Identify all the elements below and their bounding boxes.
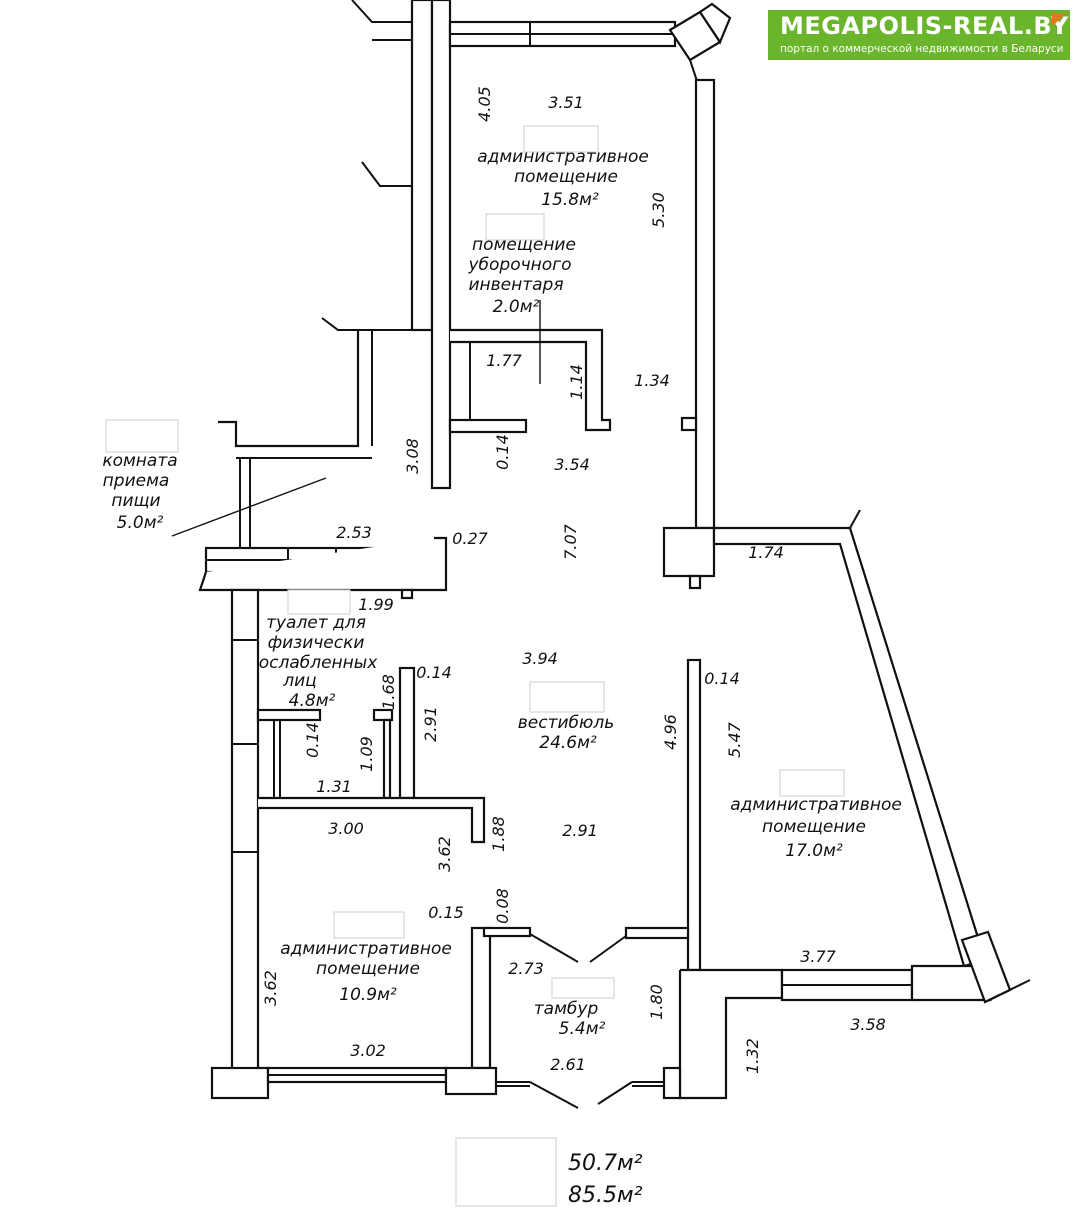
toilet-area: 4.8м² bbox=[289, 691, 336, 711]
storage-area: 2.0м² bbox=[493, 297, 540, 317]
dim-1-32: 1.32 bbox=[743, 1038, 762, 1074]
site-logo[interactable]: MEGAPOLIS-REAL.BY портал о коммерческой … bbox=[768, 10, 1070, 60]
toilet-name3: ослабленных bbox=[259, 653, 378, 673]
storage-name1: помещение bbox=[472, 235, 576, 255]
dim-3-51: 3.51 bbox=[548, 93, 584, 112]
dim-3-54: 3.54 bbox=[554, 455, 590, 474]
dim-0-27: 0.27 bbox=[452, 529, 488, 548]
dim-0-15: 0.15 bbox=[428, 903, 464, 922]
admin-bottom-area: 10.9м² bbox=[339, 985, 397, 1005]
toilet-name2: физически bbox=[268, 633, 365, 653]
storage-name2: уборочного bbox=[467, 255, 571, 275]
dining-name3: пищи bbox=[111, 491, 160, 511]
dim-1-14: 1.14 bbox=[567, 364, 586, 400]
admin-right-area: 17.0м² bbox=[785, 841, 843, 861]
dim-5-30: 5.30 bbox=[649, 192, 668, 228]
dim-2-91-b: 2.91 bbox=[562, 821, 598, 840]
logo-title: MEGAPOLIS-REAL.BY bbox=[780, 12, 1069, 40]
vestibule-name: тамбур bbox=[534, 999, 599, 1019]
dim-2-61: 2.61 bbox=[550, 1055, 586, 1074]
dim-3-94: 3.94 bbox=[522, 649, 558, 668]
dim-1-88: 1.88 bbox=[489, 816, 508, 852]
dimension-labels: 4.05 3.51 5.30 1.77 1.14 1.34 3.08 0.14 … bbox=[261, 86, 886, 1074]
dim-1-34: 1.34 bbox=[634, 371, 670, 390]
dim-0-14-a: 0.14 bbox=[493, 434, 512, 470]
admin-bottom-name2: помещение bbox=[316, 959, 420, 979]
lobby-area: 24.6м² bbox=[539, 733, 597, 753]
admin-right-name1: административное bbox=[730, 795, 902, 815]
admin-bottom-name1: административное bbox=[280, 939, 452, 959]
admin-right-name2: помещение bbox=[762, 817, 866, 837]
dim-5-47: 5.47 bbox=[725, 721, 744, 757]
walls bbox=[171, 0, 1031, 1109]
dim-0-14-b: 0.14 bbox=[416, 663, 452, 682]
dim-0-14-d: 0.14 bbox=[303, 722, 322, 758]
dim-2-53: 2.53 bbox=[336, 523, 372, 542]
dim-3-62-a: 3.62 bbox=[435, 836, 454, 872]
dining-area: 5.0м² bbox=[117, 513, 164, 533]
dim-3-58: 3.58 bbox=[850, 1015, 886, 1034]
dim-4-05: 4.05 bbox=[475, 86, 494, 122]
dim-3-08: 3.08 bbox=[403, 438, 422, 474]
dining-name1: комната bbox=[102, 451, 177, 471]
dining-name2: приема bbox=[103, 471, 170, 491]
dim-2-73: 2.73 bbox=[508, 959, 544, 978]
admin-top-name2: помещение bbox=[514, 167, 618, 187]
logo-flag-icon bbox=[1052, 13, 1066, 27]
vestibule-area: 5.4м² bbox=[559, 1019, 606, 1039]
dim-1-31: 1.31 bbox=[316, 777, 352, 796]
total-area-2: 85.5м² bbox=[568, 1183, 643, 1208]
toilet-name4: лиц bbox=[282, 671, 317, 691]
dim-3-77: 3.77 bbox=[800, 947, 836, 966]
dim-1-74: 1.74 bbox=[748, 543, 784, 562]
dim-0-14-c: 0.14 bbox=[704, 669, 740, 688]
toilet-name1: туалет для bbox=[266, 613, 366, 633]
dim-3-02: 3.02 bbox=[350, 1041, 386, 1060]
redacted-boxes bbox=[105, 125, 845, 1207]
total-area-1: 50.7м² bbox=[568, 1151, 643, 1176]
admin-top-area: 15.8м² bbox=[541, 190, 599, 210]
dim-1-77: 1.77 bbox=[486, 351, 522, 370]
dim-1-80: 1.80 bbox=[647, 984, 666, 1020]
area-totals: 50.7м² 85.5м² bbox=[568, 1151, 643, 1208]
storage-name3: инвентаря bbox=[468, 275, 563, 295]
admin-top-name1: административное bbox=[477, 147, 649, 167]
dim-3-00: 3.00 bbox=[328, 819, 364, 838]
dim-1-99: 1.99 bbox=[358, 595, 394, 614]
lobby-name: вестибюль bbox=[518, 713, 614, 733]
dim-0-08: 0.08 bbox=[493, 888, 512, 924]
dim-1-68: 1.68 bbox=[379, 674, 398, 710]
dim-3-62-b: 3.62 bbox=[261, 970, 280, 1006]
dim-2-91-a: 2.91 bbox=[421, 706, 440, 742]
dim-1-09: 1.09 bbox=[357, 736, 376, 772]
dim-4-96: 4.96 bbox=[661, 714, 680, 750]
dim-7-07: 7.07 bbox=[561, 523, 580, 559]
logo-subtitle: портал о коммерческой недвижимости в Бел… bbox=[780, 43, 1064, 55]
room-labels: административное помещение 15.8м² помеще… bbox=[102, 147, 901, 1039]
